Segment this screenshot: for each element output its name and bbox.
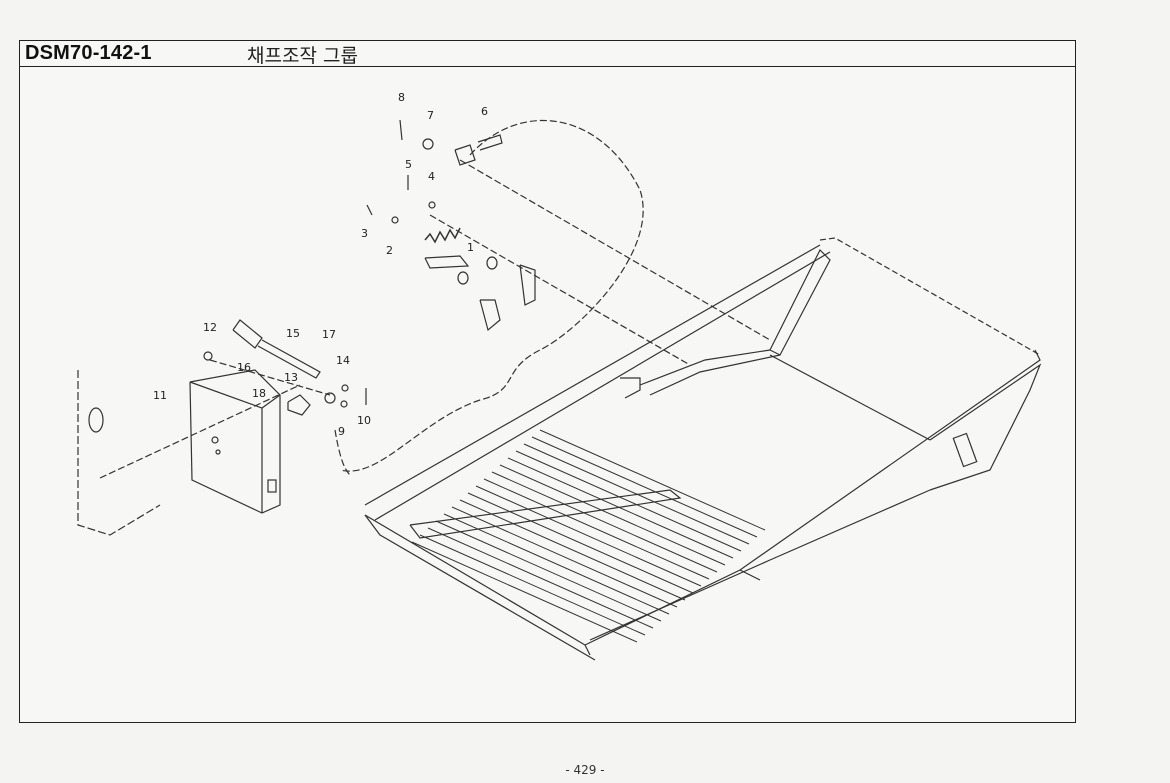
bracket-parts (287, 255, 641, 416)
frame-assembly (364, 237, 1042, 661)
callout-15: 15 (286, 327, 300, 340)
control-cable (99, 119, 771, 479)
side-panel (77, 370, 161, 536)
callout-14: 14 (336, 354, 350, 367)
callout-17: 17 (322, 328, 336, 341)
sieve-slats (411, 429, 766, 643)
page-number: - 429 - (565, 763, 605, 777)
callout-13: 13 (284, 371, 298, 384)
callout-16: 16 (237, 361, 251, 374)
callout-7: 7 (427, 109, 434, 122)
diagram-code: DSM70-142-1 (25, 42, 152, 64)
tension-spring (424, 227, 461, 244)
sheet-header: DSM70-142-1 채프조작 그룹 (20, 41, 1075, 67)
callout-3: 3 (361, 227, 368, 240)
callout-11: 11 (153, 389, 167, 402)
callout-labels: 1 2 3 4 5 6 7 8 9 10 11 12 13 14 15 16 1… (153, 91, 488, 438)
callout-1: 1 (467, 241, 474, 254)
callout-10: 10 (357, 414, 371, 427)
cable-end-hardware (203, 119, 503, 408)
callout-6: 6 (481, 105, 488, 118)
callout-2: 2 (386, 244, 393, 257)
callout-5: 5 (405, 158, 412, 171)
callout-18: 18 (252, 387, 266, 400)
lever-box (189, 369, 281, 514)
callout-12: 12 (203, 321, 217, 334)
shift-lever (232, 319, 321, 379)
callout-9: 9 (338, 425, 345, 438)
callout-4: 4 (428, 170, 435, 183)
callout-8: 8 (398, 91, 405, 104)
group-title: 채프조작 그룹 (247, 45, 358, 67)
